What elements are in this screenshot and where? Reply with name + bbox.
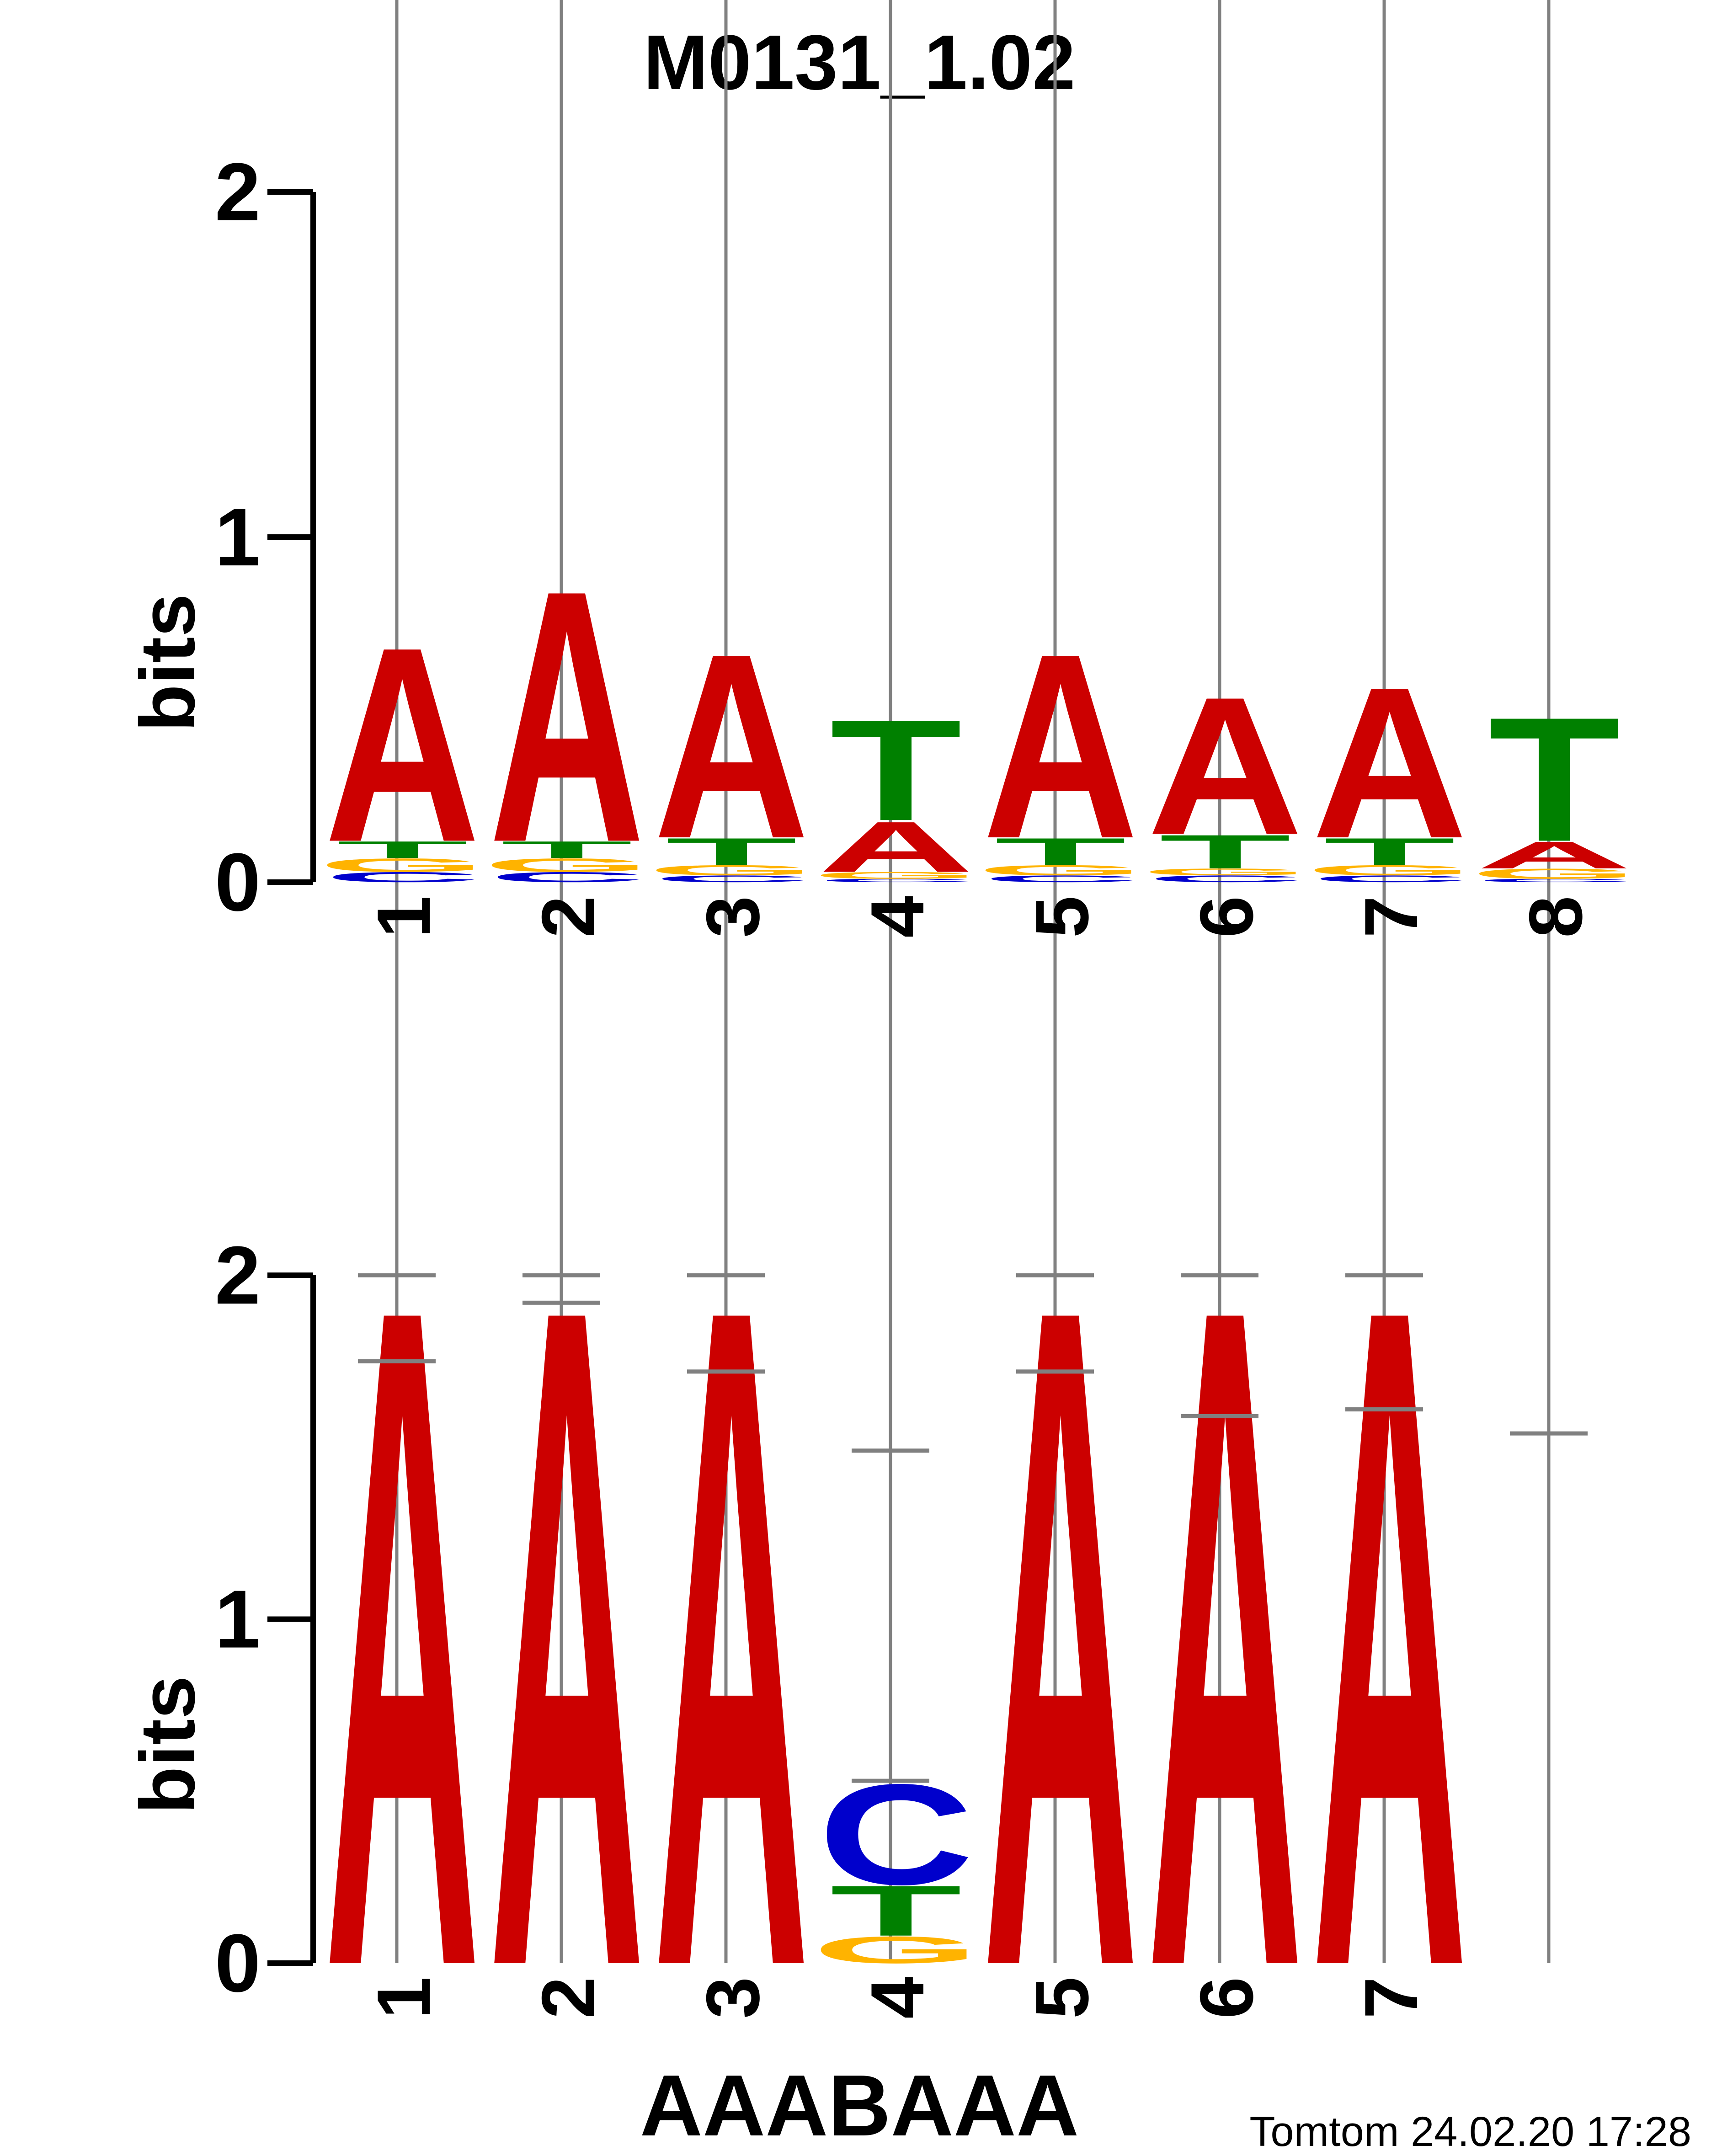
top-letter-T-pos-4: T xyxy=(830,690,962,851)
top-letter-A-pos-2: A xyxy=(489,516,645,917)
bottom-y-axis-label: bits xyxy=(124,1676,211,1814)
top-letter-T-pos-3: T xyxy=(666,830,797,873)
bottom-y-tick-label: 0 xyxy=(215,1917,261,2009)
top-letter-T-pos-2: T xyxy=(501,836,633,863)
top-letter-G-pos-4: G xyxy=(812,870,980,880)
top-letter-T-pos-6: T xyxy=(1159,825,1291,878)
bottom-letter-A-pos-3: A xyxy=(653,1111,809,2156)
top-letter-T-pos-8: T xyxy=(1488,680,1620,878)
top-position-label-1: 1 xyxy=(362,896,446,938)
bottom-letter-T-pos-4: T xyxy=(830,1871,962,1951)
top-letter-A-pos-6: A xyxy=(1147,656,1303,876)
top-letter-C-pos-8: C xyxy=(1476,878,1632,884)
top-position-label-7: 7 xyxy=(1349,896,1433,938)
bottom-letter-C-pos-4: C xyxy=(818,1754,974,1914)
top-position-label-3: 3 xyxy=(691,896,775,938)
bottom-position-label-1: 1 xyxy=(362,1977,446,2019)
alignment-guide-lines xyxy=(395,0,1551,1963)
top-position-label-2: 2 xyxy=(526,896,610,938)
top-letter-C-pos-1: C xyxy=(324,869,480,885)
top-letter-G-pos-7: G xyxy=(1306,862,1473,878)
top-letter-T-pos-5: T xyxy=(995,830,1126,873)
top-letter-T-pos-7: T xyxy=(1324,830,1455,873)
tomtom-timestamp: Tomtom 24.02.20 17:28 xyxy=(1249,2108,1691,2155)
bottom-letter-G-pos-4: G xyxy=(812,1928,980,1971)
bottom-y-tick-label: 2 xyxy=(215,1230,261,1321)
top-letter-C-pos-4: C xyxy=(818,878,974,884)
top-letter-A-pos-4: A xyxy=(818,807,974,887)
top-letter-A-pos-8: A xyxy=(1476,834,1632,877)
bottom-letter-A-pos-2: A xyxy=(489,1111,645,2156)
bottom-letter-A-pos-7: A xyxy=(1311,1111,1467,2156)
query-motif-title: M0131_1.02 xyxy=(643,19,1075,106)
top-letter-G-pos-1: G xyxy=(318,855,486,876)
top-letter-A-pos-1: A xyxy=(324,590,480,900)
bottom-letter-A-pos-1: A xyxy=(324,1111,480,2156)
query-logo-panel: 012bitsCGTA1CGTA2CGTA3CGAT4CGTA5CGTA6CGT… xyxy=(124,146,1638,938)
bottom-position-label-4: 4 xyxy=(855,1977,939,2019)
bottom-letter-A-pos-6: A xyxy=(1147,1111,1303,2156)
top-letter-A-pos-5: A xyxy=(982,599,1138,893)
bottom-position-label-6: 6 xyxy=(1184,1977,1269,2019)
top-letter-G-pos-3: G xyxy=(647,862,815,878)
top-y-axis-label: bits xyxy=(124,594,211,732)
bottom-position-label-3: 3 xyxy=(691,1977,775,2019)
top-letter-G-pos-8: G xyxy=(1470,866,1638,882)
consensus-label: AAABAAA xyxy=(640,2057,1079,2154)
bottom-y-tick-label: 1 xyxy=(215,1574,261,1666)
top-y-tick-label: 2 xyxy=(215,146,261,238)
bottom-position-label-2: 2 xyxy=(526,1977,610,2019)
top-letter-G-pos-6: G xyxy=(1141,867,1309,877)
top-position-label-8: 8 xyxy=(1514,896,1598,938)
top-letter-C-pos-2: C xyxy=(489,869,645,885)
top-position-label-4: 4 xyxy=(855,896,939,938)
top-letter-C-pos-3: C xyxy=(653,873,809,884)
top-letter-C-pos-7: C xyxy=(1311,873,1467,884)
top-letter-A-pos-7: A xyxy=(1311,643,1467,884)
top-letter-A-pos-3: A xyxy=(653,599,809,893)
top-letter-T-pos-1: T xyxy=(336,836,468,863)
bottom-position-label-7: 7 xyxy=(1349,1977,1433,2019)
bottom-position-label-5: 5 xyxy=(1020,1977,1104,2019)
top-y-tick-label: 1 xyxy=(215,491,261,583)
top-letter-C-pos-5: C xyxy=(982,873,1138,884)
top-y-tick-label: 0 xyxy=(215,836,261,928)
top-letter-G-pos-5: G xyxy=(976,862,1144,878)
top-letter-C-pos-6: C xyxy=(1147,873,1303,884)
top-position-label-5: 5 xyxy=(1020,896,1104,938)
top-position-label-6: 6 xyxy=(1184,896,1269,938)
bottom-letter-A-pos-5: A xyxy=(982,1111,1138,2156)
top-letter-G-pos-2: G xyxy=(483,855,650,876)
